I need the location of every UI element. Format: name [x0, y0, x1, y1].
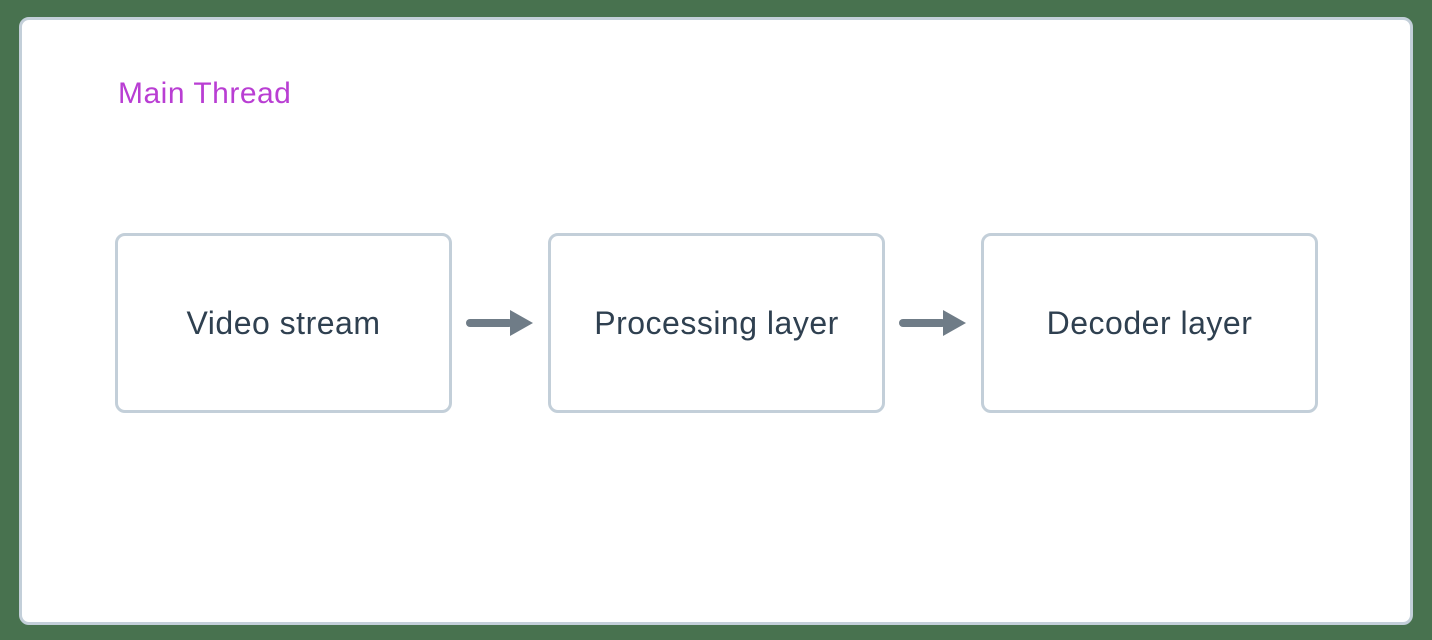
- node-label: Decoder layer: [1046, 304, 1253, 341]
- connector-2: [885, 308, 981, 338]
- node-label: Video stream: [186, 304, 381, 341]
- arrow-right-icon: [899, 310, 966, 336]
- flow-row: Video stream Processing layer Decoder la…: [115, 233, 1318, 413]
- node-processing-layer: Processing layer: [548, 233, 885, 413]
- node-decoder-layer: Decoder layer: [981, 233, 1318, 413]
- lane-label: Main Thread: [118, 77, 292, 110]
- arrow-right-icon: [466, 310, 533, 336]
- node-label: Processing layer: [594, 304, 839, 341]
- node-video-stream: Video stream: [115, 233, 452, 413]
- connector-1: [452, 308, 548, 338]
- main-thread-panel: Main Thread Video stream Processing laye…: [19, 17, 1413, 625]
